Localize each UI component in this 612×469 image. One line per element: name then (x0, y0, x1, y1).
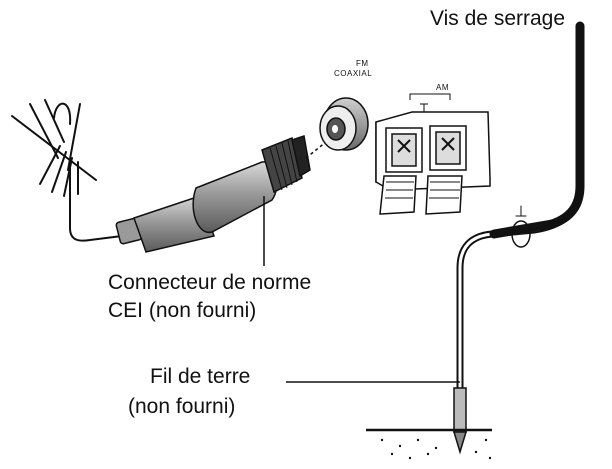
coaxial-label: COAXIAL (334, 69, 373, 78)
am-terminal-block (375, 93, 491, 215)
leader-lines (263, 196, 460, 383)
clamp-screw-label: Vis de serrage (430, 7, 566, 30)
iec-connector-plug (115, 135, 327, 253)
ground-wire-label-line-2: (non fourni) (128, 395, 236, 418)
connector-label-line-2: CEI (non fourni) (108, 299, 257, 322)
am-label: AM (436, 83, 449, 92)
coaxial-socket (319, 97, 369, 151)
ground-stake (366, 387, 492, 460)
fm-antenna (11, 99, 123, 242)
ground-wire-label-line-1: Fil de terre (150, 365, 251, 388)
ground-wire (456, 21, 585, 408)
connector-label-line-1: Connecteur de norme (108, 271, 312, 294)
fm-label: FM (356, 59, 369, 68)
